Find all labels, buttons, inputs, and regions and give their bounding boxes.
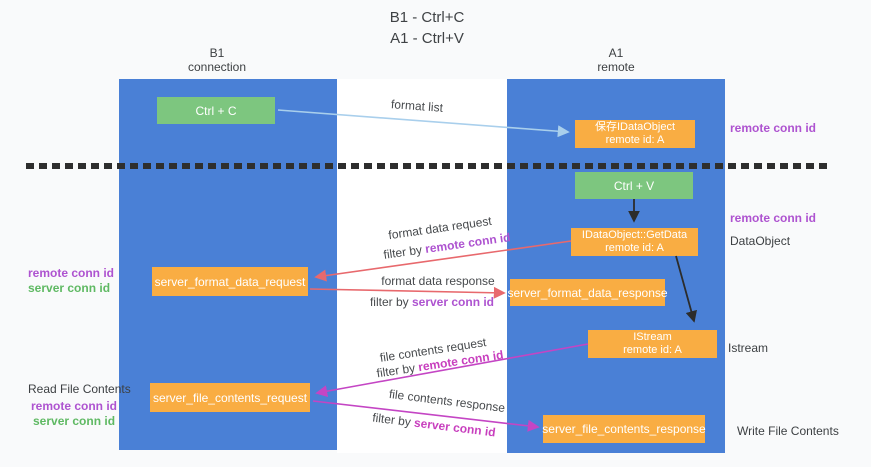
node-server-file-contents-response-label: server_file_contents_response: [542, 422, 706, 436]
node-idataobject-getdata: IDataObject::GetData remote id: A: [571, 228, 698, 256]
label-remote-conn-id-right-mid: remote conn id: [730, 211, 817, 225]
label-filter-em-2: server conn id: [411, 295, 495, 309]
node-server-format-data-request-label: server_format_data_request: [154, 274, 306, 289]
node-save-idataobject: 保存IDataObject remote id: A: [575, 120, 695, 148]
node-save-idataobject-line1: 保存IDataObject: [594, 121, 676, 133]
label-remote-conn-id-left-bottom: remote conn id: [31, 399, 118, 413]
header-a1-sub: remote: [597, 60, 635, 74]
node-ctrl-v-label: Ctrl + V: [613, 178, 655, 193]
node-getdata-line1: IDataObject::GetData: [581, 229, 688, 241]
label-istream: Istream: [728, 341, 769, 355]
node-ctrl-c-label: Ctrl + C: [195, 103, 237, 118]
label-format-data-response: format data response: [381, 274, 495, 288]
node-getdata-line2: remote id: A: [605, 242, 664, 254]
node-ctrl-c: Ctrl + C: [157, 97, 275, 124]
node-ctrl-v: Ctrl + V: [575, 172, 693, 199]
title-line-1: B1 - Ctrl+C: [389, 9, 465, 26]
node-save-idataobject-line2: remote id: A: [605, 134, 665, 146]
node-server-format-data-response-label: server_format_data_response: [507, 285, 668, 300]
header-b1-sub: connection: [187, 60, 247, 74]
node-server-file-contents-response: server_file_contents_response: [542, 415, 706, 443]
node-server-file-contents-request: server_file_contents_request: [150, 383, 310, 412]
session-divider-dashed-line: [26, 163, 832, 169]
node-server-file-contents-request-label: server_file_contents_request: [152, 390, 308, 405]
diagram-title: B1 - Ctrl+C A1 - Ctrl+V: [327, 7, 527, 49]
node-istream-line2: remote id: A: [623, 344, 682, 356]
label-read-file-contents: Read File Contents: [28, 382, 131, 396]
label-remote-conn-id-right-top: remote conn id: [730, 121, 817, 135]
header-a1-name: A1: [608, 46, 624, 60]
node-istream: IStream remote id: A: [588, 330, 717, 358]
label-filter-by-server-conn-id-1: filter by server conn id: [352, 295, 512, 309]
node-istream-line1: IStream: [633, 331, 672, 343]
label-dataobject: DataObject: [730, 234, 791, 248]
label-server-conn-id-left-bottom: server conn id: [33, 414, 116, 428]
node-server-format-data-request: server_format_data_request: [152, 267, 308, 296]
label-filter-prefix-2: filter by: [369, 295, 412, 309]
label-server-conn-id-left-mid: server conn id: [28, 281, 111, 295]
title-line-2: A1 - Ctrl+V: [390, 30, 464, 47]
label-remote-conn-id-left-mid: remote conn id: [28, 266, 115, 280]
header-b1-name: B1: [209, 46, 225, 60]
node-server-format-data-response: server_format_data_response: [507, 279, 668, 306]
header-a1-remote: A1 remote: [546, 46, 686, 74]
header-b1-connection: B1 connection: [147, 46, 287, 74]
label-write-file-contents: Write File Contents: [737, 424, 839, 438]
